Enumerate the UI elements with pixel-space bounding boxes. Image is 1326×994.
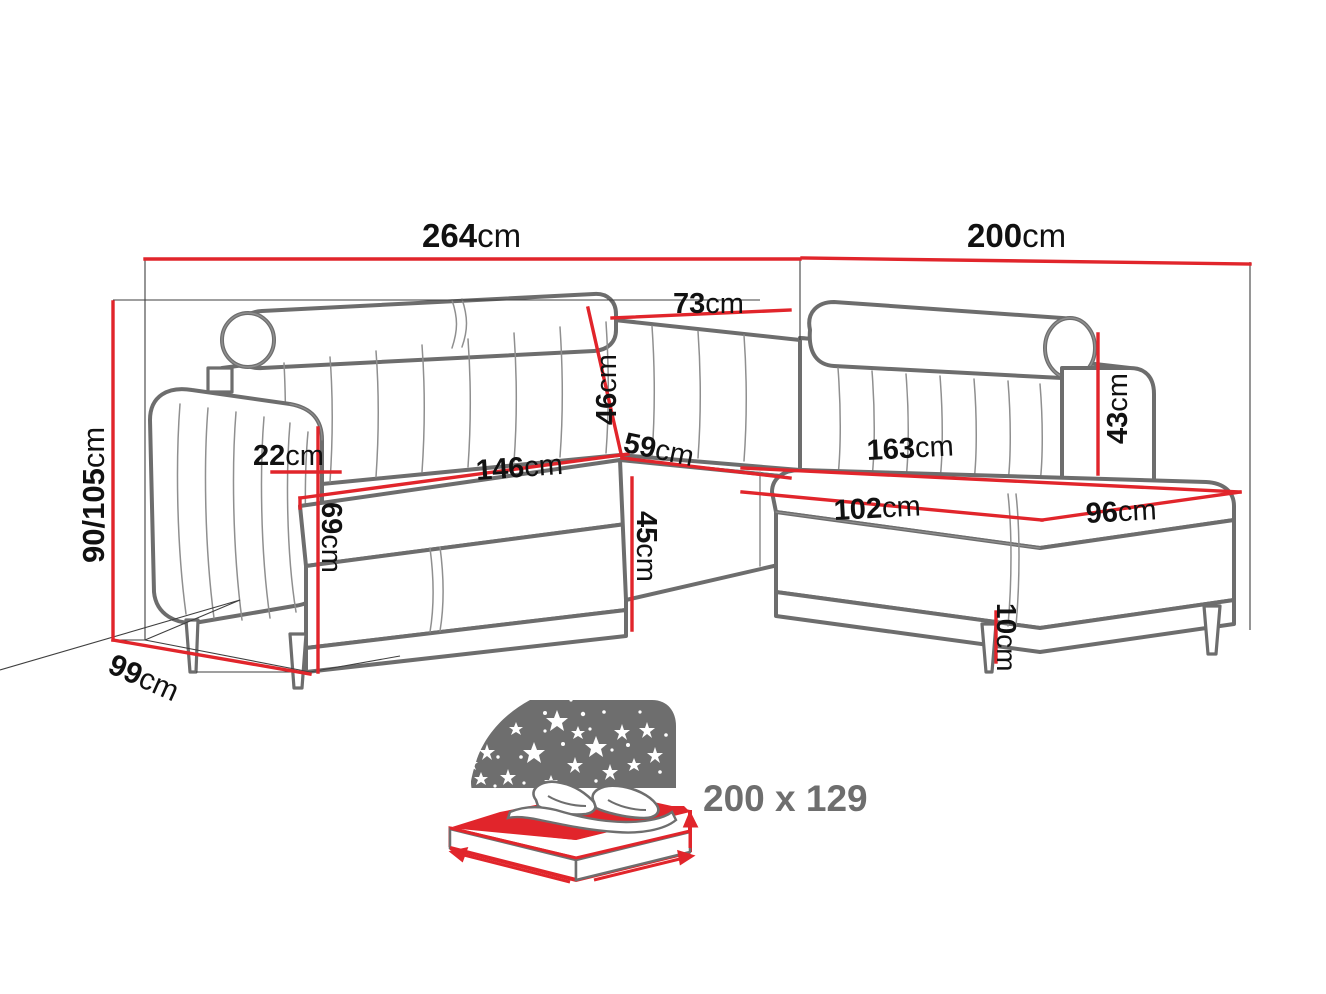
label-102: 102cm [832,490,922,527]
label-69: 69cm [315,502,347,573]
label-96: 96cm [1084,494,1158,530]
dimline-146 [298,452,630,500]
dimline-46 [585,305,625,461]
label-46: 46cm [591,354,623,425]
dimline-200 [800,256,1252,266]
label-22: 22cm [253,440,324,472]
label-90-105: 90/105cm [76,426,111,563]
label-264: 264cm [422,217,522,254]
label-10: 10cm [991,603,1022,672]
label-73: 73cm [673,288,744,320]
dimline-163 [740,466,1242,494]
dimline-96 [1040,490,1242,522]
label-146: 146cm [474,448,564,487]
label-43: 43cm [1102,373,1134,444]
dimline-73 [610,308,792,320]
label-45: 45cm [630,511,662,582]
label-163: 163cm [865,430,955,467]
dimline-99 [111,638,312,676]
sleeping-area-label: 200 x 129 [703,778,868,819]
dimline-102 [740,490,1044,522]
label-200: 200cm [967,217,1067,254]
dimline-59 [620,456,792,480]
